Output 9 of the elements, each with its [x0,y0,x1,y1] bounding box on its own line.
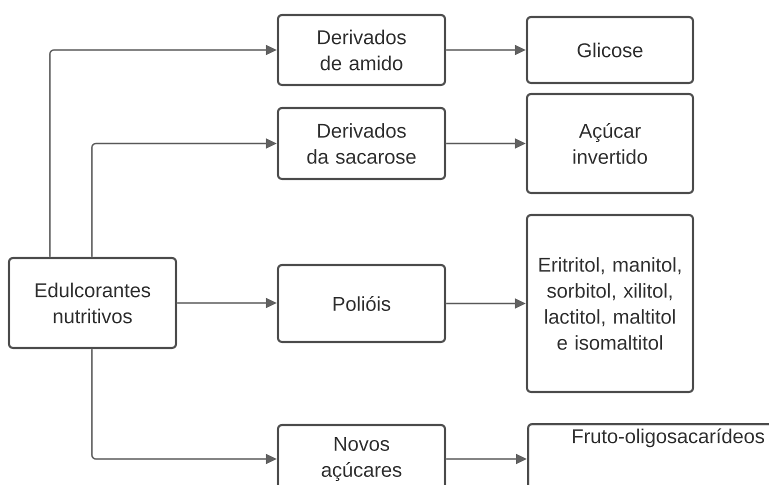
box: Açúcar invertido [526,92,694,194]
box: Eritritol, manitol, sorbitol, xilitol, lactitol, maltitol e isomaltitol [526,214,694,394]
box: Fruto-oligosacarídeos [527,423,769,485]
box: Polióis [276,264,446,344]
box: Derivados de amido [276,14,446,86]
box: Glicose [526,16,694,84]
box: Edulcorantes nutritivos [8,256,178,350]
box: Novos açúcares [276,424,446,485]
box: Derivados da sacarose [276,106,446,180]
